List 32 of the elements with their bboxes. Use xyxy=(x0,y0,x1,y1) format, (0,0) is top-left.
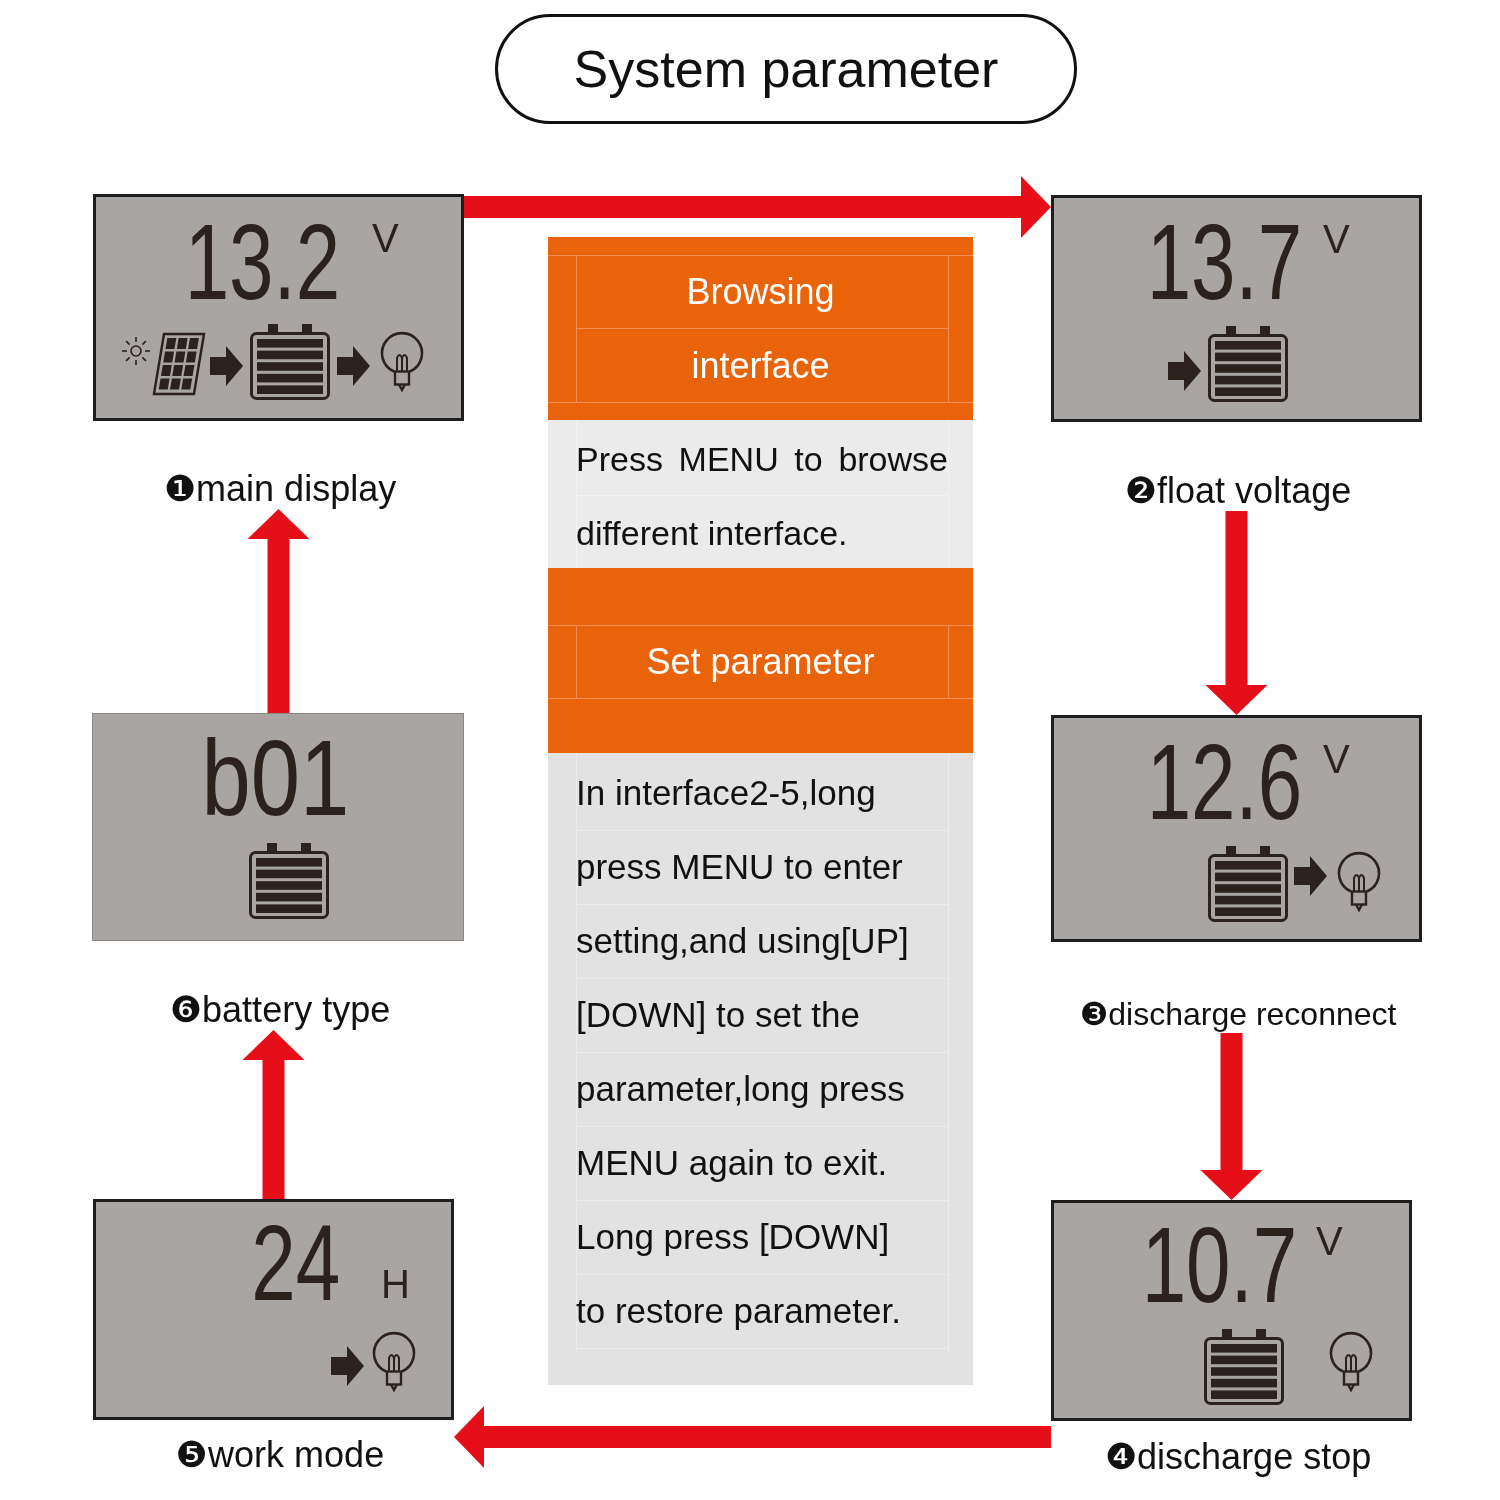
unit-label: H xyxy=(381,1264,410,1304)
arrow xyxy=(464,176,1051,238)
text-panel xyxy=(548,753,973,1385)
screen-caption: ❻battery type xyxy=(169,989,391,1031)
arrow xyxy=(1200,1033,1263,1200)
unit-label: V xyxy=(1323,219,1350,259)
section-heading: Set parameter xyxy=(645,640,876,684)
header-band xyxy=(548,568,973,753)
arrow xyxy=(242,1030,305,1199)
lcd-reading: b01 xyxy=(201,724,349,832)
lcd-reading: 12.6 xyxy=(1146,728,1302,836)
text-panel xyxy=(548,420,973,568)
lcd-reading: 10.7 xyxy=(1141,1211,1297,1319)
screen-caption: ❶main display xyxy=(163,468,397,510)
screen-caption: ❸discharge reconnect xyxy=(1079,996,1397,1033)
section-heading: Browsing interface xyxy=(685,270,836,388)
title: System parameter xyxy=(495,14,1077,124)
instruction-text: Press MENU to browse different interface. xyxy=(576,439,948,554)
lcd-reading: 13.2 xyxy=(184,208,340,316)
unit-label: V xyxy=(1323,739,1350,779)
screen-caption: ❹discharge stop xyxy=(1104,1436,1372,1478)
screen-caption: ❺work mode xyxy=(175,1434,385,1476)
arrow xyxy=(247,509,310,713)
arrow xyxy=(454,1406,1051,1468)
instruction-text: In interface2-5,long press MENU to enter setting,and using[UP] [DOWN] to set the parameter,long press MENU again to exit. Long press [DOWN] to restore parameter. xyxy=(576,772,910,1332)
unit-label: V xyxy=(372,218,399,258)
header-band xyxy=(548,237,973,420)
arrow xyxy=(1205,511,1268,715)
lcd-reading: 24 xyxy=(251,1209,340,1317)
screen-caption: ❷float voltage xyxy=(1124,470,1352,512)
lcd-reading: 13.7 xyxy=(1146,208,1302,316)
unit-label: V xyxy=(1316,1221,1343,1261)
